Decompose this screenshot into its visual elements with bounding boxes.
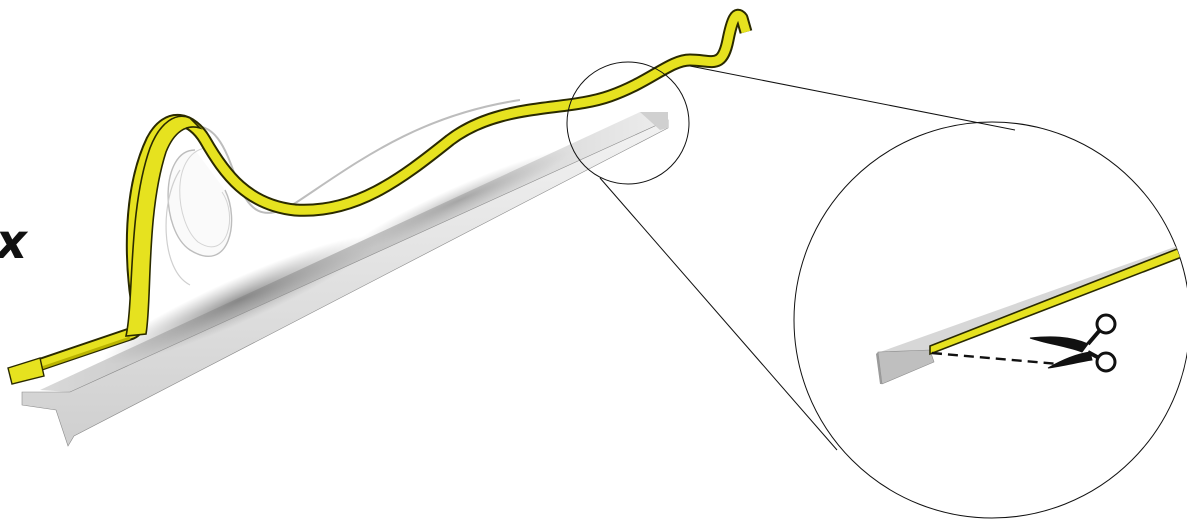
tape-face bbox=[12, 15, 746, 374]
scissors-blade-lower bbox=[1048, 352, 1092, 368]
detail-profile-top bbox=[880, 238, 1187, 352]
profile-shadow-2 bbox=[345, 138, 576, 261]
zoom-line-bottom bbox=[600, 178, 837, 450]
zoom-line-top bbox=[690, 66, 1015, 130]
tape-end-tab bbox=[8, 358, 44, 384]
scissors-ring-bottom bbox=[1097, 353, 1115, 371]
multiply-symbol: x bbox=[0, 218, 27, 266]
angle-profile bbox=[22, 112, 668, 446]
adhesive-tape bbox=[8, 15, 746, 384]
scissors-blade-upper bbox=[1030, 337, 1088, 352]
scissors-icon bbox=[1030, 315, 1115, 371]
detail-profile-flange bbox=[878, 350, 934, 384]
detail-view bbox=[876, 238, 1187, 384]
cut-line bbox=[932, 353, 1058, 364]
